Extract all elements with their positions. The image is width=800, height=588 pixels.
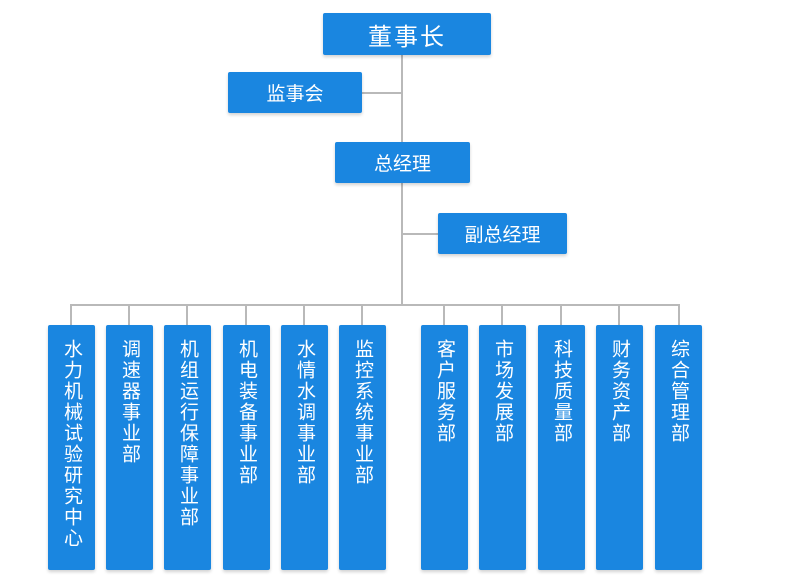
drop-line <box>245 304 247 325</box>
department-box: 机组运行保障事业部 <box>164 325 211 570</box>
department-label: 市场发展部 <box>492 339 514 444</box>
department-box: 市场发展部 <box>479 325 526 570</box>
chairman-box: 董事长 <box>323 13 491 55</box>
department-label: 监控系统事业部 <box>352 339 374 486</box>
supervisory-board-label: 监事会 <box>266 83 324 105</box>
department-label: 科技质量部 <box>551 339 573 444</box>
department-label: 水情水调事业部 <box>294 339 316 486</box>
trunk-top <box>401 54 403 142</box>
branch-deputy <box>401 233 438 235</box>
drop-line <box>361 304 363 325</box>
department-box: 调速器事业部 <box>106 325 153 570</box>
department-label: 综合管理部 <box>668 339 690 444</box>
drop-line <box>501 304 503 325</box>
department-label: 调速器事业部 <box>119 339 141 465</box>
department-box: 科技质量部 <box>538 325 585 570</box>
drop-line <box>618 304 620 325</box>
department-box: 监控系统事业部 <box>339 325 386 570</box>
drop-line <box>186 304 188 325</box>
department-box: 客户服务部 <box>421 325 468 570</box>
supervisory-board-box: 监事会 <box>228 72 362 113</box>
branch-supervisory <box>362 92 403 94</box>
department-label: 水力机械试验研究中心 <box>61 339 83 549</box>
department-box: 水情水调事业部 <box>281 325 328 570</box>
drop-line <box>560 304 562 325</box>
department-box: 机电装备事业部 <box>223 325 270 570</box>
department-box: 财务资产部 <box>596 325 643 570</box>
drop-line <box>678 304 680 325</box>
deputy-general-manager-box: 副总经理 <box>438 213 567 254</box>
department-label: 客户服务部 <box>434 339 456 444</box>
trunk-bottom <box>401 183 403 305</box>
deputy-general-manager-label: 副总经理 <box>464 224 541 246</box>
drop-line <box>443 304 445 325</box>
general-manager-box: 总经理 <box>335 142 470 183</box>
drop-line <box>303 304 305 325</box>
department-bus <box>70 304 680 306</box>
drop-line <box>128 304 130 325</box>
general-manager-label: 总经理 <box>373 153 431 175</box>
chairman-label: 董事长 <box>368 22 446 51</box>
drop-line <box>70 304 72 325</box>
department-label: 机组运行保障事业部 <box>177 339 199 528</box>
department-box: 综合管理部 <box>655 325 702 570</box>
department-label: 财务资产部 <box>609 339 631 444</box>
department-box: 水力机械试验研究中心 <box>48 325 95 570</box>
department-label: 机电装备事业部 <box>236 339 258 486</box>
